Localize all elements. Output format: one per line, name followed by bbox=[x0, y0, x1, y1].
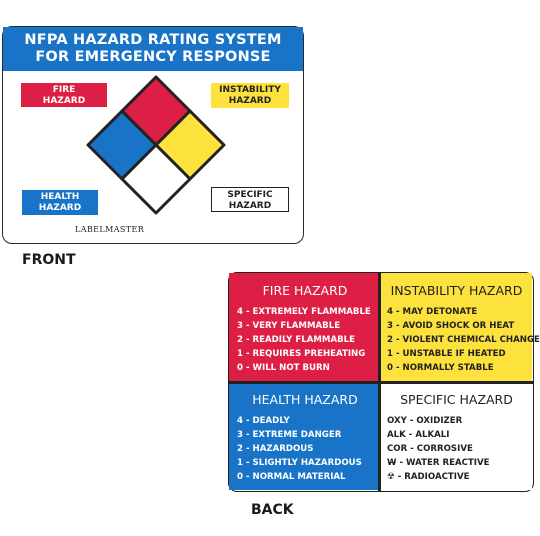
front-label-card: NFPA HAZARD RATING SYSTEM FOR EMERGENCY … bbox=[2, 26, 304, 244]
health-hazard-label: HEALTH HAZARD bbox=[22, 190, 98, 215]
instability-label-line2: HAZARD bbox=[228, 95, 272, 106]
fire-label-line1: FIRE bbox=[52, 85, 76, 95]
list-item: 0 - WILL NOT BURN bbox=[237, 363, 330, 373]
fire-hazard-list: 4 - EXTREMELY FLAMMABLE 3 - VERY FLAMMAB… bbox=[237, 305, 379, 375]
nfpa-diamond bbox=[86, 75, 226, 215]
list-item: 4 - EXTREMELY FLAMMABLE bbox=[237, 307, 371, 317]
fire-hazard-label: FIRE HAZARD bbox=[21, 83, 107, 107]
health-label-line1: HEALTH bbox=[40, 192, 80, 202]
labelmaster-logo: LABELMASTER bbox=[75, 225, 145, 234]
specific-hazard-label: SPECIFIC HAZARD bbox=[211, 187, 289, 212]
radioactive-icon: ☢ bbox=[387, 472, 395, 482]
list-item: 1 - SLIGHTLY HAZARDOUS bbox=[237, 458, 362, 468]
water-reactive-text: - WATER REACTIVE bbox=[399, 458, 490, 468]
back-caption: BACK bbox=[251, 502, 294, 518]
list-item: 2 - VIOLENT CHEMICAL CHANGE bbox=[387, 335, 540, 345]
instability-hazard-quadrant: INSTABILITY HAZARD 4 - MAY DETONATE 3 - … bbox=[379, 273, 540, 382]
list-item: ALK - ALKALI bbox=[387, 430, 450, 440]
list-item: 0 - NORMALLY STABLE bbox=[387, 363, 494, 373]
radioactive-text: - RADIOACTIVE bbox=[397, 472, 470, 482]
quadrant-divider-horizontal bbox=[229, 381, 533, 384]
specific-hazard-quadrant: SPECIFIC HAZARD OXY - OXIDIZER ALK - ALK… bbox=[379, 382, 532, 490]
specific-hazard-title: SPECIFIC HAZARD bbox=[400, 392, 513, 407]
health-hazard-title: HEALTH HAZARD bbox=[252, 392, 358, 407]
list-item: 4 - MAY DETONATE bbox=[387, 307, 478, 317]
list-item: 3 - EXTREME DANGER bbox=[237, 430, 342, 440]
instability-hazard-label: INSTABILITY HAZARD bbox=[211, 83, 289, 108]
health-label-line2: HAZARD bbox=[38, 202, 82, 213]
list-item: 1 - REQUIRES PREHEATING bbox=[237, 349, 366, 359]
list-item: COR - CORROSIVE bbox=[387, 444, 473, 454]
list-item: ☢ - RADIOACTIVE bbox=[387, 470, 532, 484]
list-item: 2 - HAZARDOUS bbox=[237, 444, 314, 454]
header-title-line2: FOR EMERGENCY RESPONSE bbox=[35, 49, 271, 65]
list-item: 0 - NORMAL MATERIAL bbox=[237, 472, 346, 482]
back-label-card: FIRE HAZARD 4 - EXTREMELY FLAMMABLE 3 - … bbox=[228, 272, 540, 492]
list-item: 1 - UNSTABLE IF HEATED bbox=[387, 349, 506, 359]
specific-hazard-list: OXY - OXIDIZER ALK - ALKALI COR - CORROS… bbox=[387, 414, 532, 484]
diamond-specific-quadrant bbox=[120, 143, 192, 215]
health-hazard-quadrant: HEALTH HAZARD 4 - DEADLY 3 - EXTREME DAN… bbox=[229, 382, 379, 490]
fire-hazard-title: FIRE HAZARD bbox=[262, 283, 348, 298]
list-item: 3 - AVOID SHOCK OR HEAT bbox=[387, 321, 515, 331]
water-reactive-icon: W̶ bbox=[387, 458, 397, 468]
instability-hazard-title: INSTABILITY HAZARD bbox=[390, 283, 523, 298]
health-hazard-list: 4 - DEADLY 3 - EXTREME DANGER 2 - HAZARD… bbox=[237, 414, 379, 484]
front-caption: FRONT bbox=[22, 252, 76, 268]
list-item: 4 - DEADLY bbox=[237, 416, 290, 426]
header-title-line1: NFPA HAZARD RATING SYSTEM bbox=[24, 32, 282, 48]
list-item: W̶ - WATER REACTIVE bbox=[387, 456, 532, 470]
specific-label-line2: HAZARD bbox=[228, 200, 272, 211]
fire-hazard-quadrant: FIRE HAZARD 4 - EXTREMELY FLAMMABLE 3 - … bbox=[229, 273, 379, 382]
specific-label-line1: SPECIFIC bbox=[227, 190, 273, 200]
list-item: 3 - VERY FLAMMABLE bbox=[237, 321, 341, 331]
instability-hazard-list: 4 - MAY DETONATE 3 - AVOID SHOCK OR HEAT… bbox=[387, 305, 540, 375]
list-item: 2 - READILY FLAMMABLE bbox=[237, 335, 355, 345]
front-header: NFPA HAZARD RATING SYSTEM FOR EMERGENCY … bbox=[3, 27, 303, 71]
list-item: OXY - OXIDIZER bbox=[387, 416, 463, 426]
instability-label-line1: INSTABILITY bbox=[219, 85, 281, 95]
fire-label-line2: HAZARD bbox=[42, 95, 86, 106]
